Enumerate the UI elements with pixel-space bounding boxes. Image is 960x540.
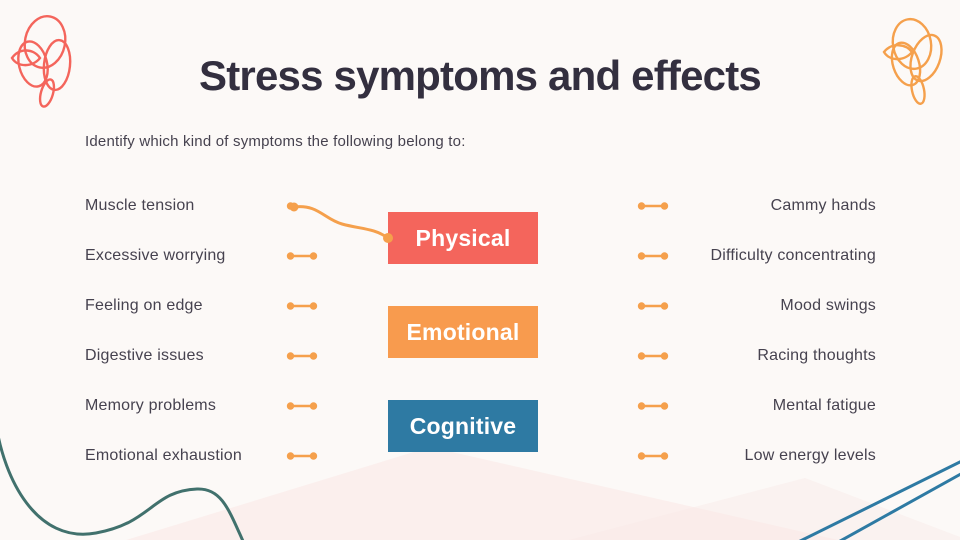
symptom-label: Memory problems — [85, 397, 217, 414]
symptom-label: Difficulty concentrating — [710, 247, 876, 264]
category-label: Physical — [415, 224, 511, 251]
symptom-label: Low energy levels — [744, 447, 876, 464]
symptom-row: Low energy levels — [637, 431, 876, 481]
connector-dumbbell-icon[interactable] — [637, 250, 669, 262]
symptom-row: Mental fatigue — [637, 381, 876, 431]
symptom-row: Cammy hands — [637, 181, 876, 231]
category-box-cognitive[interactable]: Cognitive — [388, 400, 538, 452]
symptom-row: Racing thoughts — [637, 331, 876, 381]
category-box-emotional[interactable]: Emotional — [388, 306, 538, 358]
right-symptom-list: Cammy hands Difficulty concentrating Moo… — [637, 181, 876, 481]
connector-dot-icon[interactable] — [286, 200, 318, 212]
symptom-row: Feeling on edge — [85, 281, 318, 331]
symptom-row: Emotional exhaustion — [85, 431, 318, 481]
connector-dumbbell-icon[interactable] — [286, 450, 318, 462]
connector-dumbbell-icon[interactable] — [286, 250, 318, 262]
connector-dumbbell-icon[interactable] — [637, 200, 669, 212]
symptom-row: Memory problems — [85, 381, 318, 431]
symptom-row: Mood swings — [637, 281, 876, 331]
connector-dumbbell-icon[interactable] — [286, 300, 318, 312]
connector-dumbbell-icon[interactable] — [637, 300, 669, 312]
symptom-label: Emotional exhaustion — [85, 447, 242, 464]
left-symptom-list: Muscle tension Excessive worrying Feelin… — [85, 181, 318, 481]
category-label: Emotional — [406, 318, 520, 345]
connector-dumbbell-icon[interactable] — [637, 450, 669, 462]
connector-dumbbell-icon[interactable] — [637, 350, 669, 362]
category-label: Cognitive — [409, 412, 517, 439]
symptom-row: Digestive issues — [85, 331, 318, 381]
symptom-label: Feeling on edge — [85, 297, 203, 314]
symptom-label: Cammy hands — [770, 197, 876, 214]
slide-subtitle: Identify which kind of symptoms the foll… — [85, 133, 466, 150]
symptom-label: Racing thoughts — [757, 347, 876, 364]
symptom-row: Difficulty concentrating — [637, 231, 876, 281]
symptom-label: Mood swings — [780, 297, 876, 314]
symptom-label: Excessive worrying — [85, 247, 226, 264]
symptom-row: Muscle tension — [85, 181, 318, 231]
symptom-label: Muscle tension — [85, 197, 195, 214]
symptom-label: Mental fatigue — [772, 397, 876, 414]
symptom-label: Digestive issues — [85, 347, 204, 364]
connector-dumbbell-icon[interactable] — [286, 350, 318, 362]
symptom-row: Excessive worrying — [85, 231, 318, 281]
connector-dumbbell-icon[interactable] — [637, 400, 669, 412]
connector-dumbbell-icon[interactable] — [286, 400, 318, 412]
slide-title: Stress symptoms and effects — [199, 52, 762, 99]
category-box-physical[interactable]: Physical — [388, 212, 538, 264]
